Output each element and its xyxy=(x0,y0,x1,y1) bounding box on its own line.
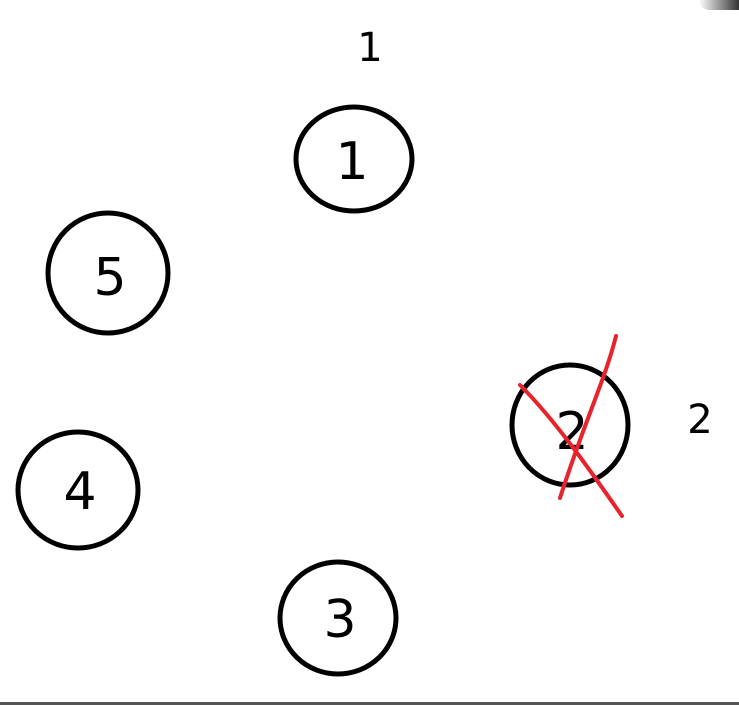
node-3: 3 xyxy=(277,559,399,677)
node-2: 2 xyxy=(509,334,631,518)
bottom-divider xyxy=(0,702,739,705)
node-5-ring xyxy=(45,210,171,336)
node-2-cross-stroke-b xyxy=(518,383,624,518)
node-2-cross-stroke-a xyxy=(558,334,618,500)
node-4: 4 xyxy=(15,429,141,551)
node-4-label: 4 xyxy=(63,462,96,522)
right-annotation: 2 xyxy=(687,397,712,443)
node-3-label: 3 xyxy=(323,590,356,650)
corner-shadow xyxy=(699,0,739,10)
node-1-label: 1 xyxy=(335,132,368,192)
node-4-ring xyxy=(15,429,141,551)
top-annotation: 1 xyxy=(357,25,382,71)
node-2-ring xyxy=(509,362,631,488)
node-1: 1 xyxy=(293,104,415,214)
node-3-ring xyxy=(277,559,399,677)
node-1-ring xyxy=(293,104,415,214)
node-5-label: 5 xyxy=(93,248,126,308)
node-5: 5 xyxy=(45,210,171,336)
